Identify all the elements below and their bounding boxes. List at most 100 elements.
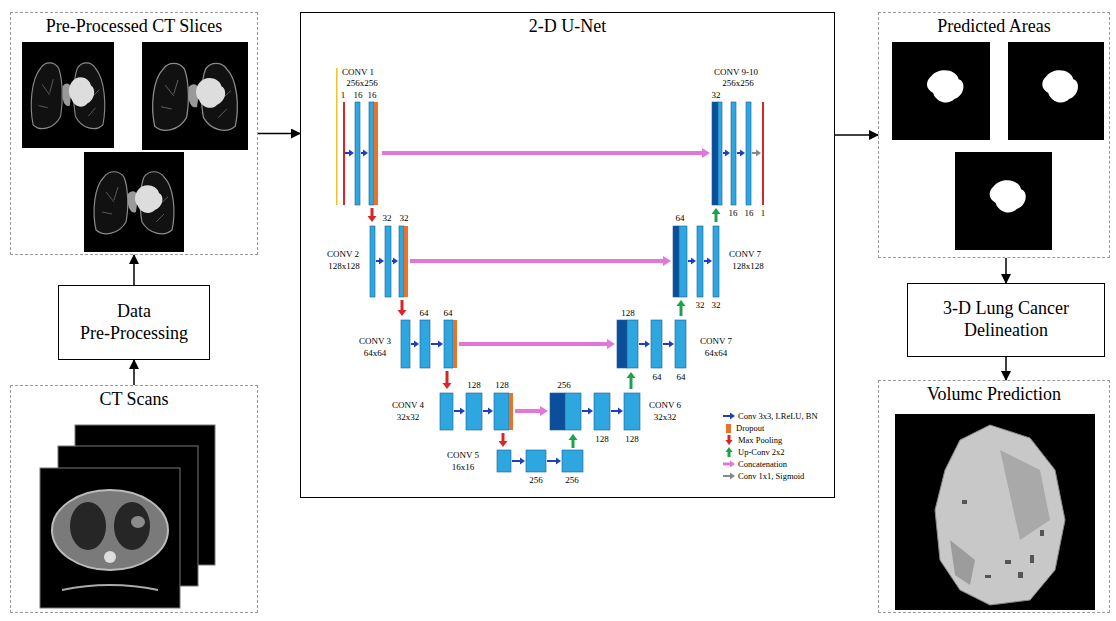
ct-slice-image (22, 42, 114, 148)
maxpool-arrow-shaft (502, 433, 505, 441)
feature-map-bar (675, 320, 686, 368)
legend-arrow-head (730, 461, 735, 468)
unet-annotation: CONV 7 (700, 336, 732, 347)
conv-arrow (582, 408, 593, 415)
feature-map-bar (420, 320, 430, 368)
image-panel: Volumc Prediction (878, 380, 1110, 613)
conv-arrow-head (707, 258, 712, 265)
conv-arrow-shaft (723, 152, 725, 154)
conv-arrow (547, 458, 561, 465)
volume-ground (895, 414, 1095, 610)
unet-annotation: 1 (761, 208, 766, 219)
unet-annotation: 128x128 (328, 261, 360, 272)
legend-glyph (722, 435, 736, 445)
feature-map-bar (336, 68, 338, 205)
legend-text: Conv 3x3, LReLU, BN (738, 410, 818, 422)
conv-arrow-head (488, 408, 493, 415)
concat-arrow (515, 406, 548, 416)
concat-arrow-shaft (410, 259, 663, 263)
unet-annotation: 128 (595, 434, 609, 445)
legend-row: Up-Conv 2x2 (722, 446, 818, 458)
conv-arrow-head (740, 150, 745, 157)
unet-annotation: 256x256 (346, 78, 378, 89)
concat-arrow (382, 148, 710, 158)
unet-annotation: 16 (729, 208, 738, 219)
unet-annotation: 64 (677, 372, 686, 383)
conv-arrow-head (588, 408, 593, 415)
predicted-mask-image (892, 42, 990, 140)
concat-arrow (459, 339, 615, 349)
maxpool-arrow-head (499, 441, 508, 447)
feature-map-bar (355, 102, 360, 205)
panel-title: Pre-Processed CT Slices (11, 13, 257, 38)
unet-annotation: 64x64 (364, 348, 387, 359)
maxpool-arrow-shaft (446, 371, 449, 383)
conv-arrow-head (349, 150, 354, 157)
unet-annotation: 1 (341, 90, 346, 101)
feature-map-bar (453, 320, 457, 368)
maxpool-arrow-head (443, 383, 452, 389)
unet-annotation: 256 (557, 380, 571, 391)
unet-annotation: 256 (565, 475, 579, 486)
feature-map-bar (731, 102, 736, 205)
feature-map-bar (594, 393, 610, 430)
conv-arrow (345, 150, 354, 157)
conv-arrow-head (363, 150, 368, 157)
process-box: 3-D Lung Cancer Delineation (907, 283, 1105, 357)
maxpool-arrow (499, 433, 508, 447)
conv-arrow-shaft (345, 152, 349, 154)
upconv-arrow (569, 434, 578, 448)
unet-annotation: CONV 2 (327, 249, 359, 260)
conv-arrow-shaft (639, 343, 645, 345)
conv-arrow-head (414, 341, 419, 348)
legend-arrow-head (726, 440, 733, 445)
conv-arrow (723, 150, 730, 157)
upconv-arrow-head (569, 434, 578, 440)
unet-annotation: 64 (653, 372, 662, 383)
ct-scan-stack (40, 425, 215, 608)
unet-annotation: 32 (696, 300, 705, 311)
conv-arrow (688, 258, 696, 265)
conv-arrow (431, 341, 443, 348)
concat-arrow-head (702, 148, 710, 158)
conv-arrow-shaft (392, 260, 393, 262)
legend-row: Dropout (722, 422, 818, 434)
feature-map-bar (562, 450, 583, 472)
unet-annotation: 32x32 (654, 412, 677, 423)
unet-annotation: 32x32 (397, 412, 420, 423)
unet-annotation: 16 (745, 208, 754, 219)
volume-shading (950, 540, 975, 585)
concat-arrow-head (607, 339, 615, 349)
spine (104, 551, 116, 563)
unet-annotation: CONV 9-10 (714, 67, 758, 78)
conv-arrow-shaft (611, 410, 618, 412)
maxpool-arrow-head (398, 310, 407, 316)
unet-annotation: 16 (368, 90, 377, 101)
unet-annotation: CONV 7 (729, 249, 761, 260)
feature-map-bar (494, 393, 509, 430)
feature-map-bar (526, 450, 546, 472)
legend-arrow (723, 461, 735, 468)
conv-arrow-shaft (483, 410, 488, 412)
conv-arrow-shaft (688, 260, 691, 262)
conv-arrow-head (379, 258, 384, 265)
feature-map-bar (762, 102, 764, 205)
unet-annotation: 32 (383, 213, 392, 224)
legend-arrow-head (730, 413, 735, 420)
upconv-arrow-shaft (572, 440, 575, 448)
feature-map-bar (509, 393, 513, 430)
legend-arrow-shaft (723, 475, 730, 477)
unet-annotation: 32 (400, 213, 409, 224)
image-panel: Pre-Processed CT Slices (10, 12, 258, 255)
conv-arrow-shaft (411, 343, 414, 345)
upconv-arrow (712, 208, 721, 222)
unet-annotation: 16x16 (452, 462, 475, 473)
conv-arrow-shaft (376, 260, 379, 262)
box-label: Data Pre-Processing (59, 301, 209, 344)
legend-row: Conv 3x3, LReLU, BN (722, 410, 818, 422)
unet-annotation: CONV 5 (447, 450, 479, 461)
concat-arrow-head (663, 256, 671, 266)
conv-arrow (483, 408, 493, 415)
unet-annotation: 128 (625, 434, 639, 445)
feature-map-bar (673, 226, 679, 297)
